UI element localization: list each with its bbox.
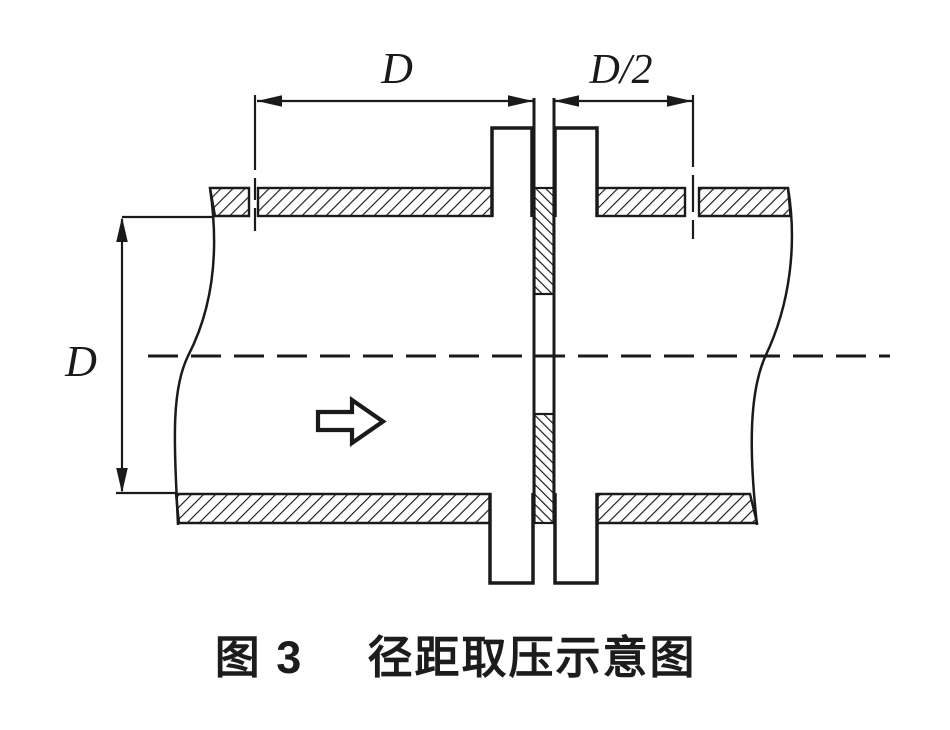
pipe-top-wall-downstream (595, 186, 687, 218)
dimension-pipe-diameter: D (64, 215, 213, 495)
carrier-tube-top-downstream (553, 126, 599, 217)
carrier-tube-bottom-downstream (553, 493, 599, 585)
pipe-bottom-wall-upstream (174, 492, 492, 525)
figure-caption: 图 3 径距取压示意图 (215, 632, 696, 683)
carrier-tube-top-upstream (490, 126, 534, 217)
pipe-diameter-label: D (64, 337, 97, 386)
pipe-top-wall-right-end (697, 186, 792, 218)
carrier-tube-bottom-upstream (488, 493, 535, 585)
dimension-downstream-distance: D/2 (554, 47, 695, 239)
orifice-plate (532, 98, 556, 525)
dimension-upstream-distance: D (253, 44, 533, 231)
pipe-bottom-wall (174, 492, 759, 525)
pipe-bottom-wall-downstream (595, 492, 759, 525)
dimension-arrowhead-right-icon (667, 95, 692, 107)
pipe-top-wall-upstream (256, 186, 494, 218)
pipe-top-wall-left-end (208, 186, 251, 218)
orifice-carrier-tubes (488, 126, 599, 585)
pipe-break-line-left (173, 187, 216, 526)
dimension-arrowhead-down-icon (116, 468, 128, 493)
figure-caption-label: 图 3 (215, 632, 304, 683)
downstream-distance-label: D/2 (589, 47, 653, 93)
flow-direction-arrow-icon (315, 395, 387, 448)
orifice-plate-upper-section (533, 186, 555, 296)
figure-caption-title: 径距取压示意图 (367, 632, 696, 683)
upstream-distance-label: D (380, 44, 413, 93)
orifice-plate-lower-section (533, 412, 555, 525)
dimension-arrowhead-right-icon (508, 95, 533, 107)
dimension-arrowhead-up-icon (116, 217, 128, 242)
dimension-arrowhead-left-icon (257, 95, 282, 107)
dimension-arrowhead-left-icon (554, 95, 579, 107)
